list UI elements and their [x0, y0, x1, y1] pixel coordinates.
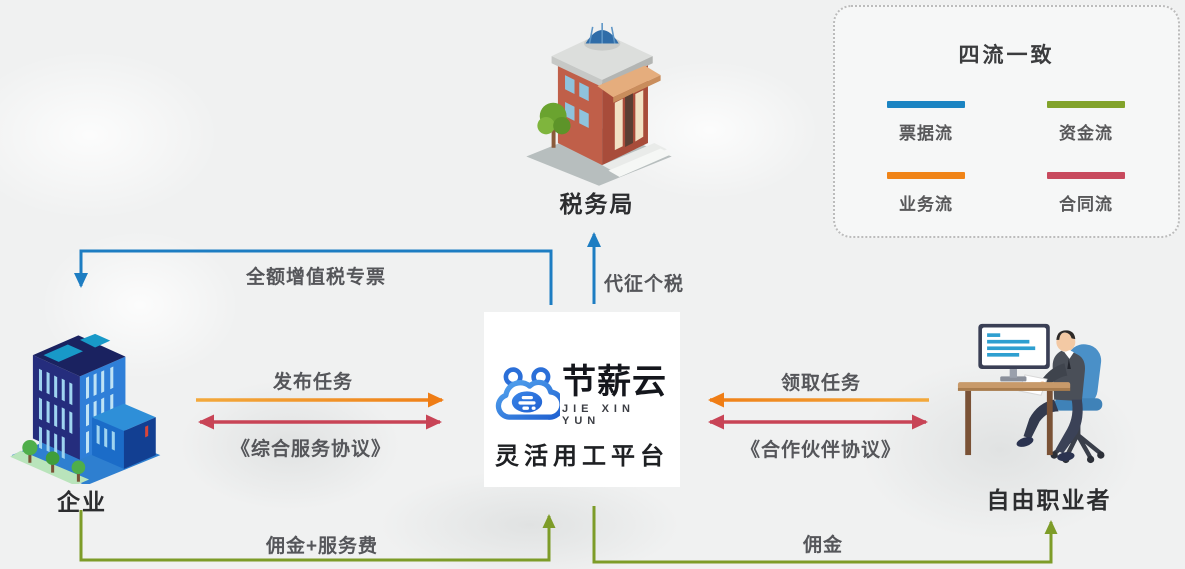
legend-swatch-business-flow: [887, 172, 965, 179]
legend-item-capital-flow: 资金流: [1047, 101, 1125, 144]
flow-label-partner-agreement: 《合作伙伴协议》: [740, 440, 902, 461]
platform-tagline: 灵活用工平台: [495, 443, 669, 470]
flow-label-withhold-tax: 代征个税: [603, 274, 685, 295]
flow-label-service-agreement: 《综合服务协议》: [230, 439, 392, 460]
legend-title: 四流一致: [958, 44, 1055, 67]
flow-label-publish-task: 发布任务: [272, 372, 354, 393]
legend-item-invoice-flow: 票据流: [887, 101, 965, 144]
flow-label-commission: 佣金: [802, 535, 844, 556]
platform-card: 节薪云 JIE XIN YUN 灵活用工平台: [484, 312, 680, 487]
arrow-vat-invoice: [74, 249, 553, 305]
platform-name: 节薪云: [562, 363, 667, 402]
enterprise-label: 企业: [57, 489, 107, 515]
tax-bureau-label: 税务局: [559, 191, 635, 217]
flow-label-commission-service-fee: 佣金+服务费: [265, 536, 379, 557]
tax-bureau-illustration: [526, 22, 672, 186]
enterprise-illustration: [10, 333, 161, 484]
legend-item-business-flow: 业务流: [887, 172, 965, 215]
legend-item-contract-flow: 合同流: [1047, 172, 1125, 215]
legend-swatch-capital-flow: [1047, 101, 1125, 108]
flow-label-vat-invoice: 全额增值税专票: [245, 267, 387, 288]
legend-panel: 四流一致 票据流 资金流 业务流 合同流: [833, 5, 1180, 238]
platform-name-en: JIE XIN YUN: [562, 402, 635, 427]
platform-logo-icon: [495, 367, 560, 420]
arrow-commission-service-fee: [79, 510, 556, 562]
arrow-commission: [592, 506, 1058, 564]
legend-swatch-contract-flow: [1047, 172, 1125, 179]
freelancer-illustration: [957, 323, 1105, 464]
freelancer-label: 自由职业者: [986, 487, 1112, 513]
flow-label-receive-task: 领取任务: [780, 373, 862, 394]
legend-swatch-invoice-flow: [887, 101, 965, 108]
